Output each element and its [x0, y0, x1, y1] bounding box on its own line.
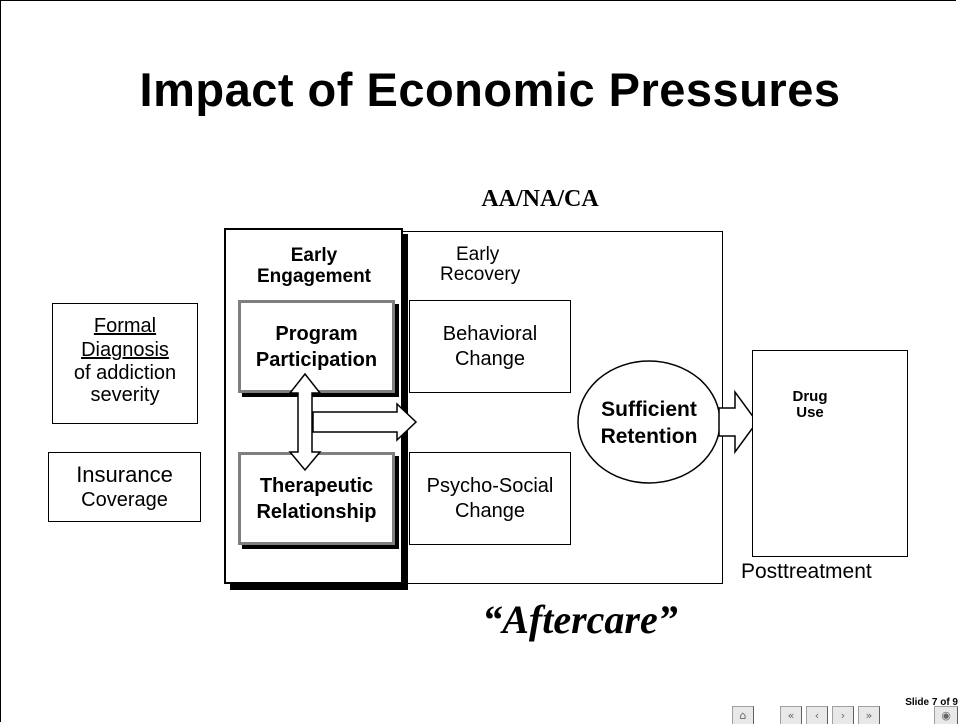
behavioral-change-box: Behavioral Change — [409, 300, 571, 393]
diagnosis-text: Diagnosis — [81, 339, 169, 361]
behavioral-change-text: Change — [454, 347, 526, 370]
severity-text: severity — [90, 384, 160, 406]
psychosocial-text: Psycho-Social — [426, 474, 554, 497]
sufficient-retention-label: Sufficient Retention — [578, 396, 720, 450]
aanaca-label: AA/NA/CA — [481, 186, 599, 212]
next-slide-icon[interactable]: › — [832, 706, 854, 724]
retention-text: Retention — [600, 425, 698, 448]
behavioral-text: Behavioral — [442, 322, 538, 345]
early-engagement-line2: Engagement — [256, 266, 372, 287]
early-engagement-line1: Early — [290, 245, 338, 266]
program-participation-box: Program Participation — [238, 300, 395, 393]
relationship-text: Relationship — [256, 500, 377, 523]
drug-text: Drug — [792, 388, 828, 405]
psychosocial-change-box: Psycho-Social Change — [409, 452, 571, 545]
slide-title: Impact of Economic Pressures — [139, 63, 841, 116]
posttreatment-label: Posttreatment — [741, 560, 872, 583]
formal-diagnosis-box: Formal Diagnosis of addiction severity — [52, 303, 198, 424]
of-addiction-text: of addiction — [73, 362, 177, 384]
early-recovery-heading: Early Recovery — [438, 245, 548, 285]
early-engagement-heading: Early Engagement — [230, 245, 398, 287]
insurance-text: Insurance — [76, 462, 173, 487]
double-arrow — [288, 372, 322, 472]
use-text: Use — [796, 404, 824, 421]
coverage-text: Coverage — [81, 489, 168, 511]
sufficient-text: Sufficient — [601, 398, 697, 421]
aftercare-label: “Aftercare” — [482, 597, 678, 642]
formal-text: Formal — [93, 315, 157, 337]
participation-text: Participation — [255, 348, 378, 371]
early-recovery-line1: Early — [456, 244, 500, 265]
right-arrow-engagement — [312, 402, 418, 442]
slide-list-icon[interactable]: ◉ — [934, 706, 958, 724]
therapeutic-text: Therapeutic — [259, 474, 374, 497]
drug-use-label: Drug Use — [770, 389, 850, 421]
insurance-coverage-box: Insurance Coverage — [48, 452, 201, 522]
last-slide-icon[interactable]: » — [858, 706, 880, 724]
therapeutic-relationship-box: Therapeutic Relationship — [238, 452, 395, 545]
program-text: Program — [275, 322, 358, 345]
psychosocial-change-text: Change — [454, 499, 526, 522]
early-recovery-line2: Recovery — [440, 264, 521, 285]
slide-number: Slide 7 of 9 — [905, 697, 958, 708]
previous-slide-icon[interactable]: ‹ — [806, 706, 828, 724]
first-slide-icon[interactable]: « — [780, 706, 802, 724]
posttreatment-box — [752, 350, 908, 557]
right-arrow-posttreatment — [718, 389, 758, 455]
home-icon[interactable]: ⌂ — [732, 706, 754, 724]
